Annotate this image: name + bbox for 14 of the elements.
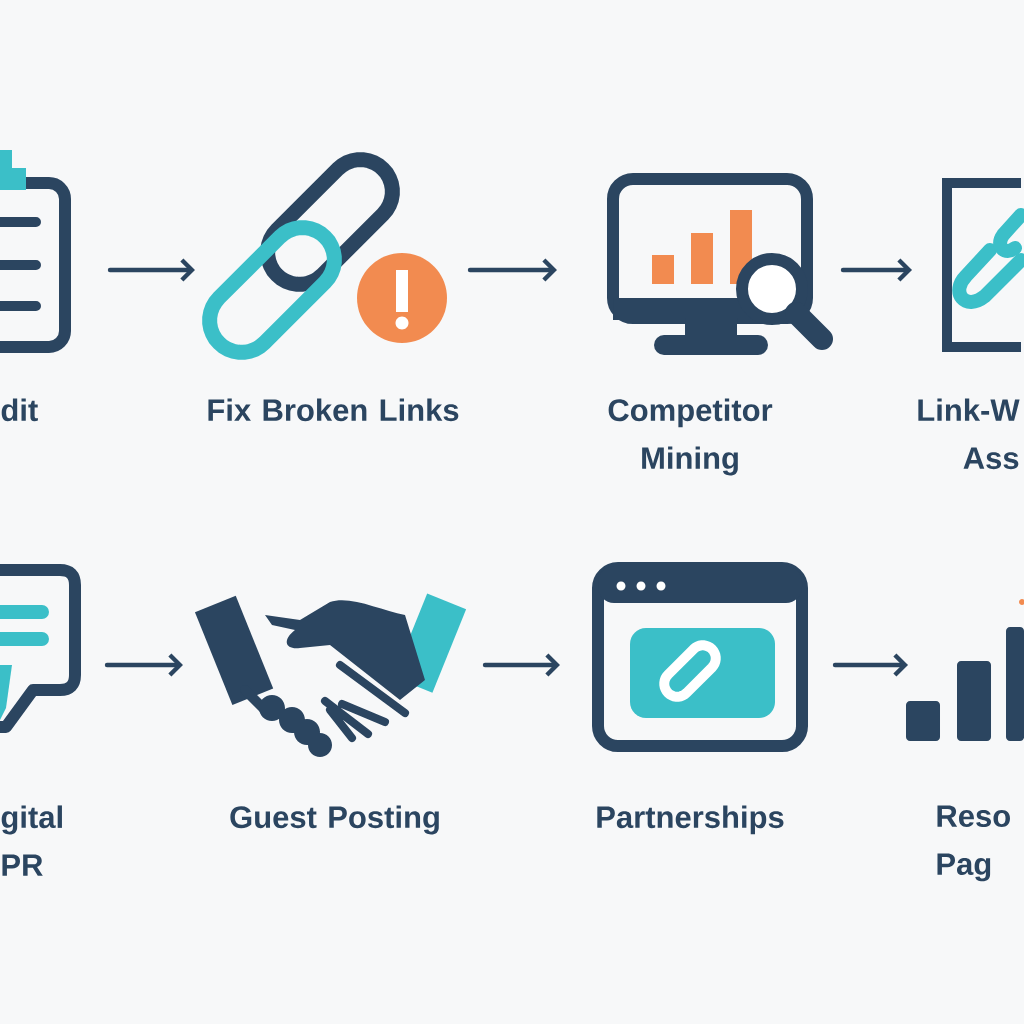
arrow [482, 653, 560, 677]
step-label: Link-W Ass [918, 398, 1020, 470]
step-label: Partnerships [597, 805, 784, 835]
step-label: Reso Pag [937, 805, 1010, 882]
arrow [840, 258, 912, 282]
step-label: Fix Broken Links [208, 398, 459, 422]
arrow [832, 653, 908, 677]
arrow [107, 258, 195, 282]
step-label: gital PR [1, 805, 62, 876]
arrow [467, 258, 557, 282]
step-label: dit [1, 398, 38, 422]
step-label: Guest Posting [230, 805, 439, 835]
step-label: Competitor Mining [608, 398, 773, 476]
arrow [104, 653, 183, 677]
